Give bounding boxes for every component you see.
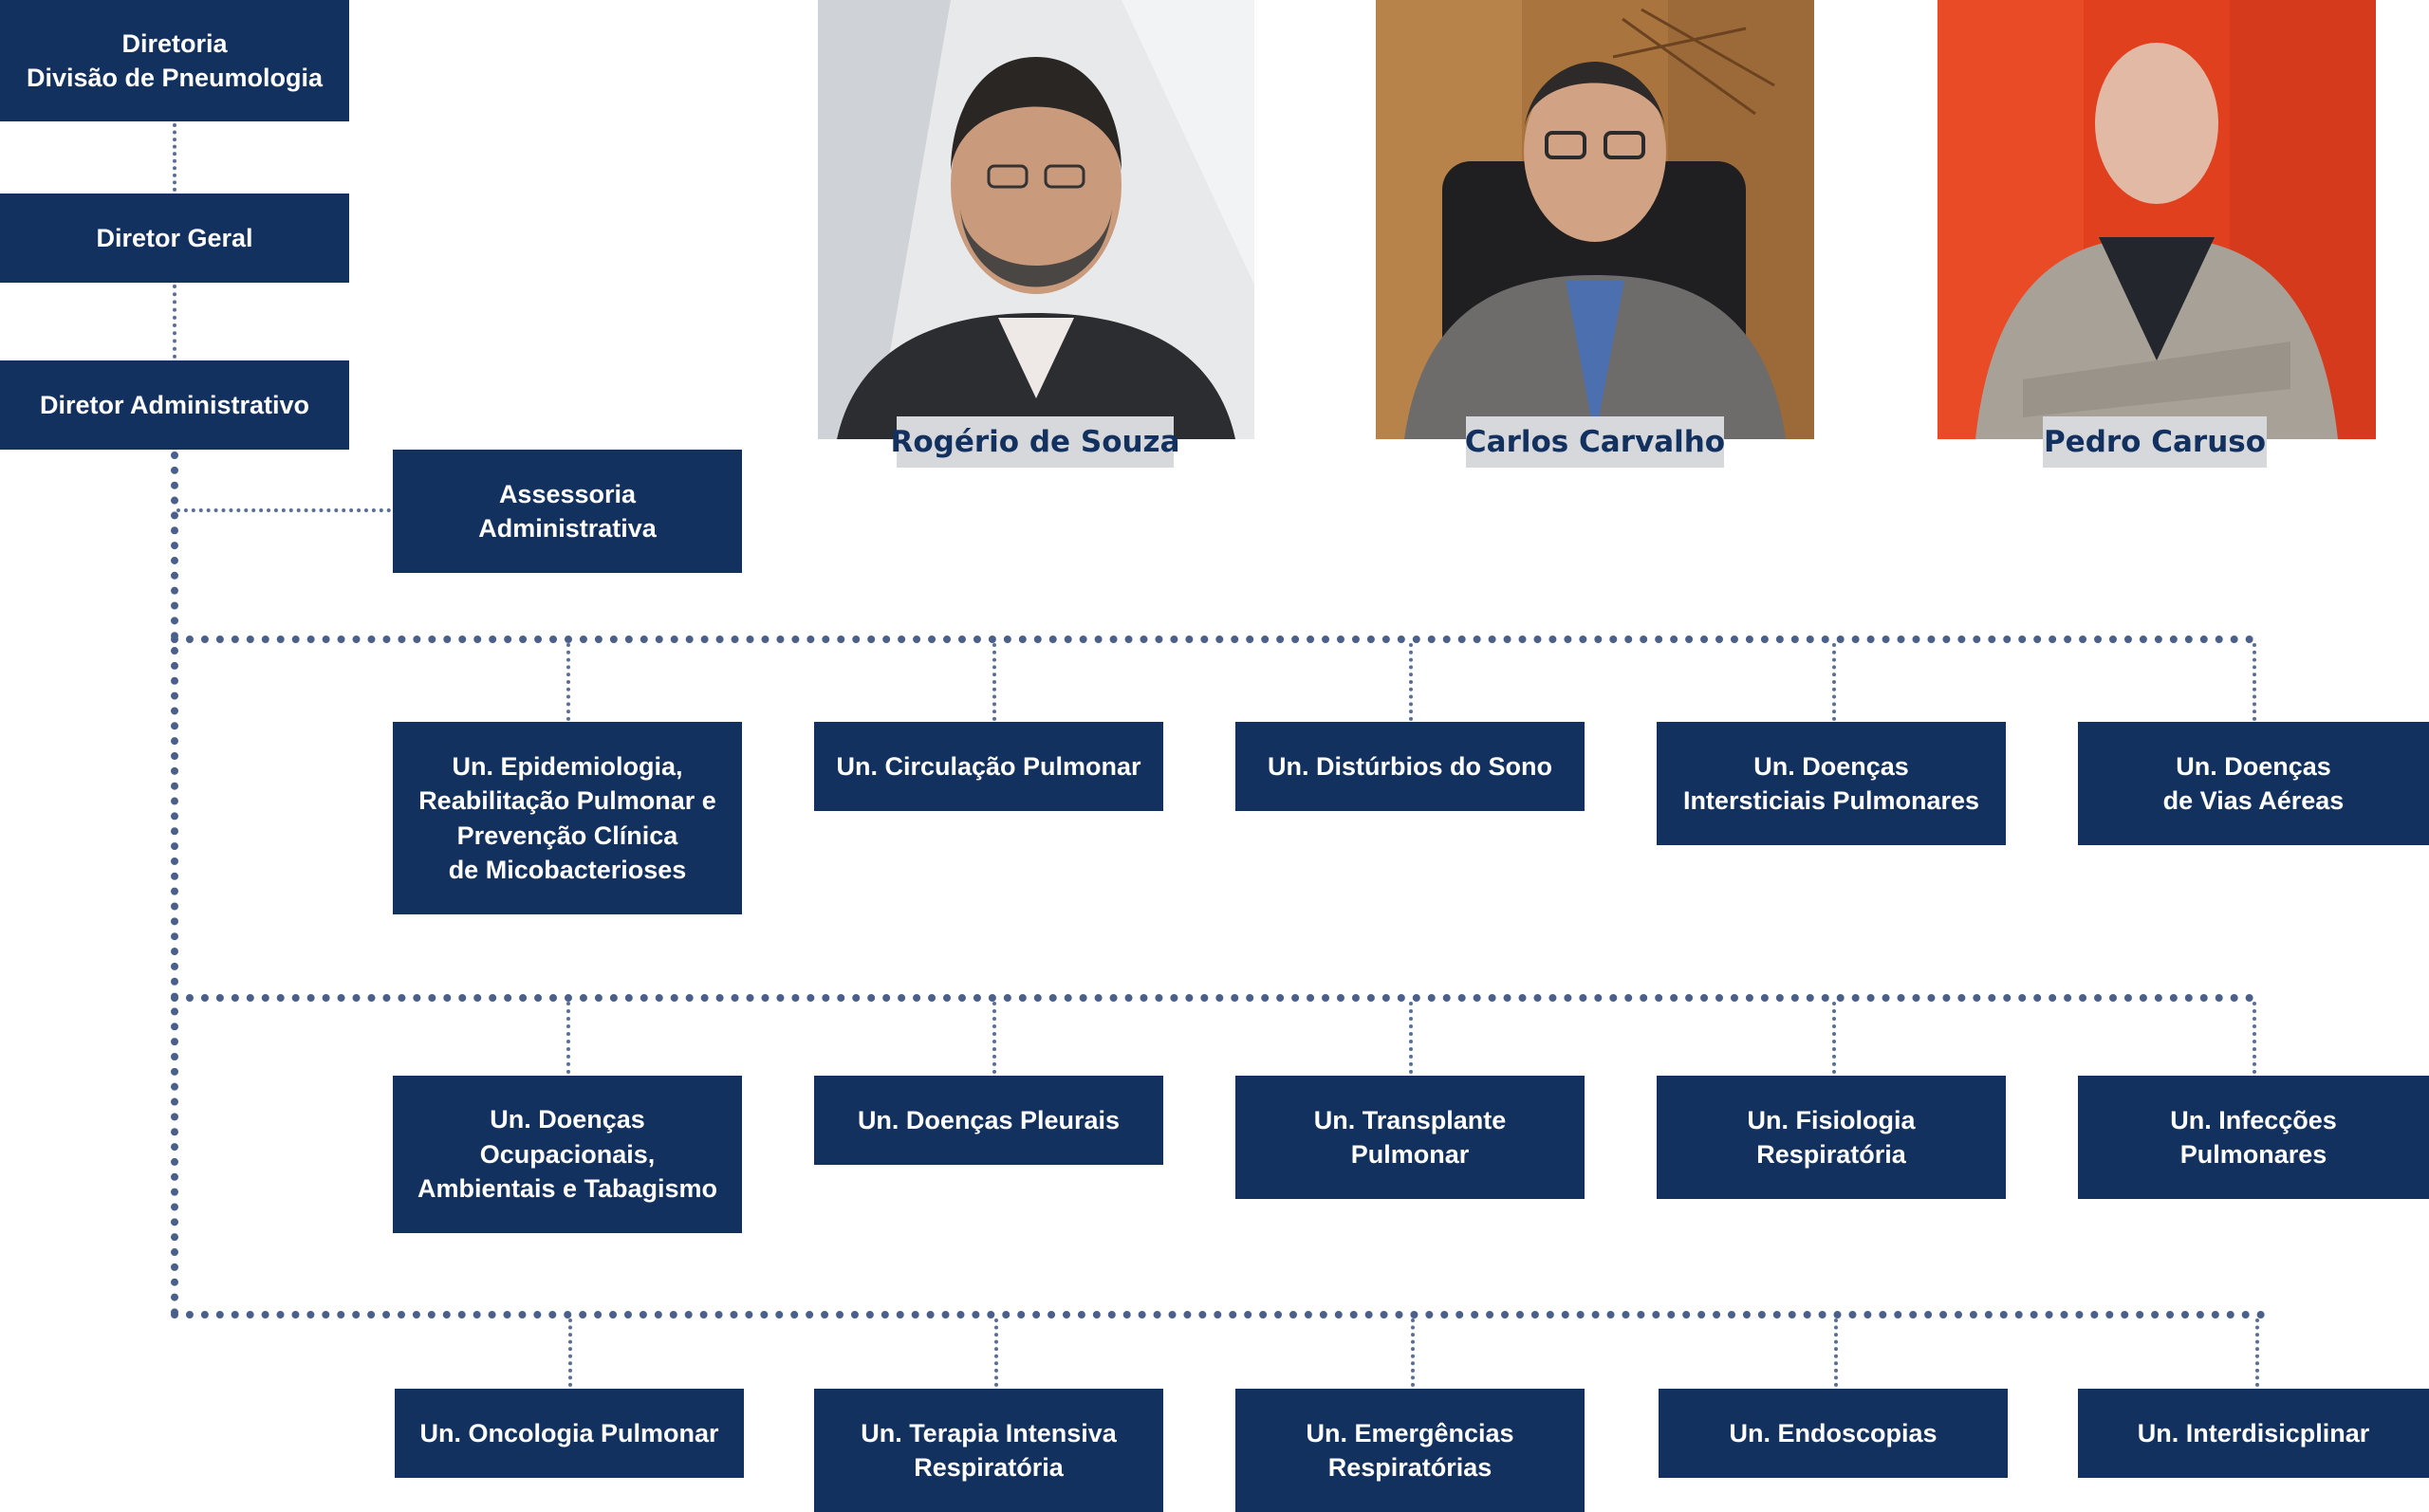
row1-drop-2 bbox=[992, 643, 996, 721]
row1-bus-line bbox=[171, 636, 2254, 643]
row3-drop-4 bbox=[1834, 1318, 1838, 1387]
unit-oncologia-pulmonar: Un. Oncologia Pulmonar bbox=[395, 1389, 744, 1478]
row3-drop-1 bbox=[568, 1318, 572, 1387]
unit-doencas-intersticiais: Un. Doenças Intersticiais Pulmonares bbox=[1657, 722, 2006, 845]
unit-doencas-vias-aereas: Un. Doenças de Vias Aéreas bbox=[2078, 722, 2429, 845]
unit-doencas-ocupacionais: Un. Doenças Ocupacionais, Ambientais e T… bbox=[393, 1076, 742, 1233]
unit-circulacao-pulmonar: Un. Circulação Pulmonar bbox=[814, 722, 1163, 811]
diretor-administrativo-box: Diretor Administrativo bbox=[0, 360, 349, 450]
row3-drop-5 bbox=[2255, 1318, 2259, 1387]
unit-transplante-pulmonar: Un. Transplante Pulmonar bbox=[1235, 1076, 1585, 1199]
connector-diretoria-geral bbox=[173, 123, 176, 192]
row1-drop-4 bbox=[1832, 643, 1836, 721]
row1-drop-1 bbox=[566, 643, 570, 721]
diretor-geral-box: Diretor Geral bbox=[0, 194, 349, 283]
row3-drop-2 bbox=[994, 1318, 998, 1387]
unit-fisiologia-respiratoria: Un. Fisiologia Respiratória bbox=[1657, 1076, 2006, 1199]
row2-drop-5 bbox=[2253, 1002, 2256, 1074]
row1-drop-3 bbox=[1409, 643, 1413, 721]
name-label-carlos: Carlos Carvalho bbox=[1465, 416, 1725, 468]
photo-pedro-caruso bbox=[1938, 0, 2376, 439]
photo-rogerio-de-souza bbox=[818, 0, 1254, 439]
unit-emergencias-respiratorias: Un. Emergências Respiratórias bbox=[1235, 1389, 1585, 1512]
row2-drop-2 bbox=[992, 1002, 996, 1074]
connector-geral-administrativo bbox=[173, 285, 176, 359]
row1-drop-5 bbox=[2253, 643, 2256, 721]
diretoria-box: Diretoria Divisão de Pneumologia bbox=[0, 0, 349, 121]
row2-bus-line bbox=[171, 994, 2254, 1002]
row2-drop-3 bbox=[1409, 1002, 1413, 1074]
photo-carlos-carvalho bbox=[1376, 0, 1814, 439]
name-label-rogerio: Rogério de Souza bbox=[890, 416, 1180, 468]
unit-doencas-pleurais: Un. Doenças Pleurais bbox=[814, 1076, 1163, 1165]
unit-epidemiologia: Un. Epidemiologia, Reabilitação Pulmonar… bbox=[393, 722, 742, 914]
name-label-pedro: Pedro Caruso bbox=[2043, 416, 2267, 468]
row2-drop-4 bbox=[1832, 1002, 1836, 1074]
unit-interdisciplinar: Un. Interdisicplinar bbox=[2078, 1389, 2429, 1478]
assessoria-box: Assessoria Administrativa bbox=[393, 450, 742, 573]
connector-assessoria bbox=[176, 508, 391, 512]
row3-drop-3 bbox=[1411, 1318, 1415, 1387]
unit-terapia-intensiva: Un. Terapia Intensiva Respiratória bbox=[814, 1389, 1163, 1512]
row3-bus-line bbox=[171, 1311, 2266, 1318]
main-trunk-line bbox=[171, 452, 178, 1317]
unit-endoscopias: Un. Endoscopias bbox=[1659, 1389, 2008, 1478]
unit-disturbios-do-sono: Un. Distúrbios do Sono bbox=[1235, 722, 1585, 811]
row2-drop-1 bbox=[566, 1002, 570, 1074]
unit-infeccoes-pulmonares: Un. Infecções Pulmonares bbox=[2078, 1076, 2429, 1199]
